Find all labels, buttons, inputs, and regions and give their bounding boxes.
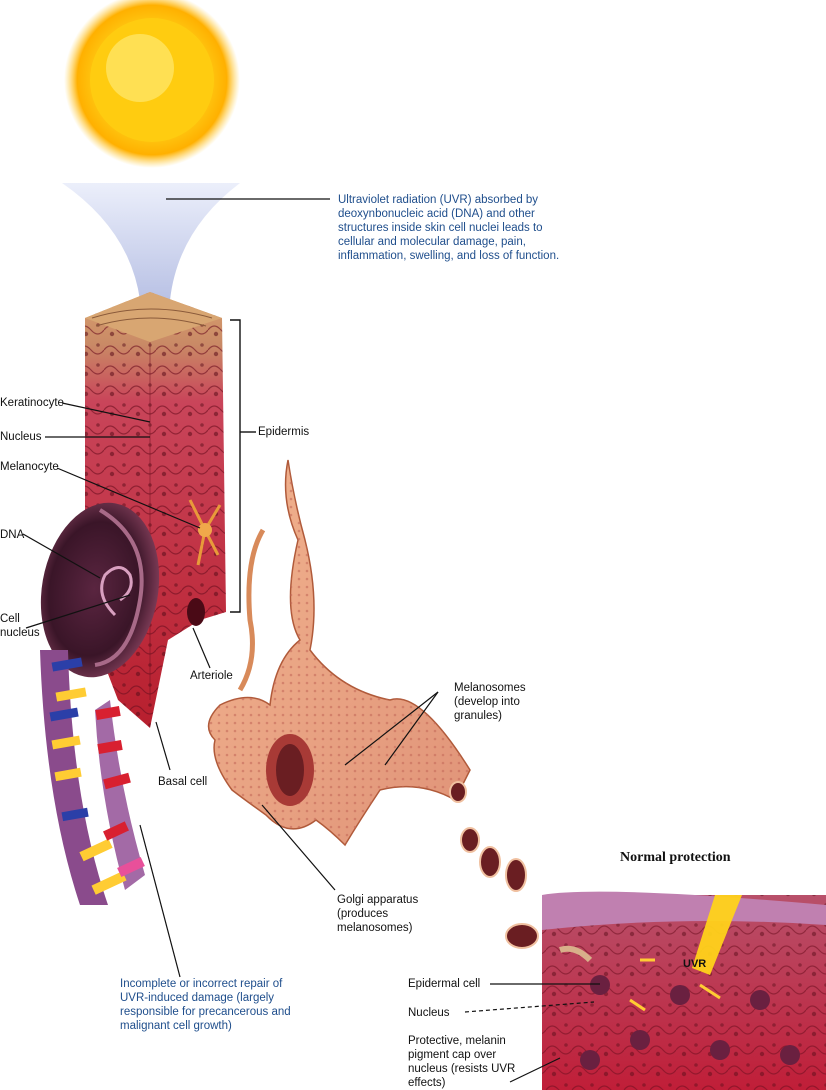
label-melanocyte: Melanocyte	[0, 460, 59, 474]
label-pigment-cap: Protective, melanin pigment cap over nuc…	[408, 1034, 538, 1090]
label-basal-cell: Basal cell	[158, 775, 207, 789]
label-melanosomes: Melanosomes (develop into granules)	[454, 681, 526, 723]
label-keratinocyte: Keratinocyte	[0, 396, 64, 410]
repair-note: Incomplete or incorrect repair of UVR-in…	[120, 977, 320, 1033]
sun-icon	[64, 0, 240, 168]
label-cell-nucleus: Cell nucleus	[0, 612, 40, 640]
melanosome-discs	[450, 782, 538, 948]
label-inset-nucleus: Nucleus	[408, 1006, 450, 1020]
label-epidermis: Epidermis	[258, 425, 309, 439]
label-arteriole: Arteriole	[190, 669, 233, 683]
inset-title: Normal protection	[620, 851, 731, 865]
uvr-description: Ultraviolet radiation (UVR) absorbed by …	[338, 193, 578, 263]
normal-protection-inset	[542, 892, 826, 1090]
label-epidermal-cell: Epidermal cell	[408, 977, 480, 991]
label-dna: DNA	[0, 528, 24, 542]
label-nucleus: Nucleus	[0, 430, 42, 444]
inset-uvr-label: UVR	[683, 957, 706, 971]
label-golgi: Golgi apparatus (produces melanosomes)	[337, 893, 418, 935]
